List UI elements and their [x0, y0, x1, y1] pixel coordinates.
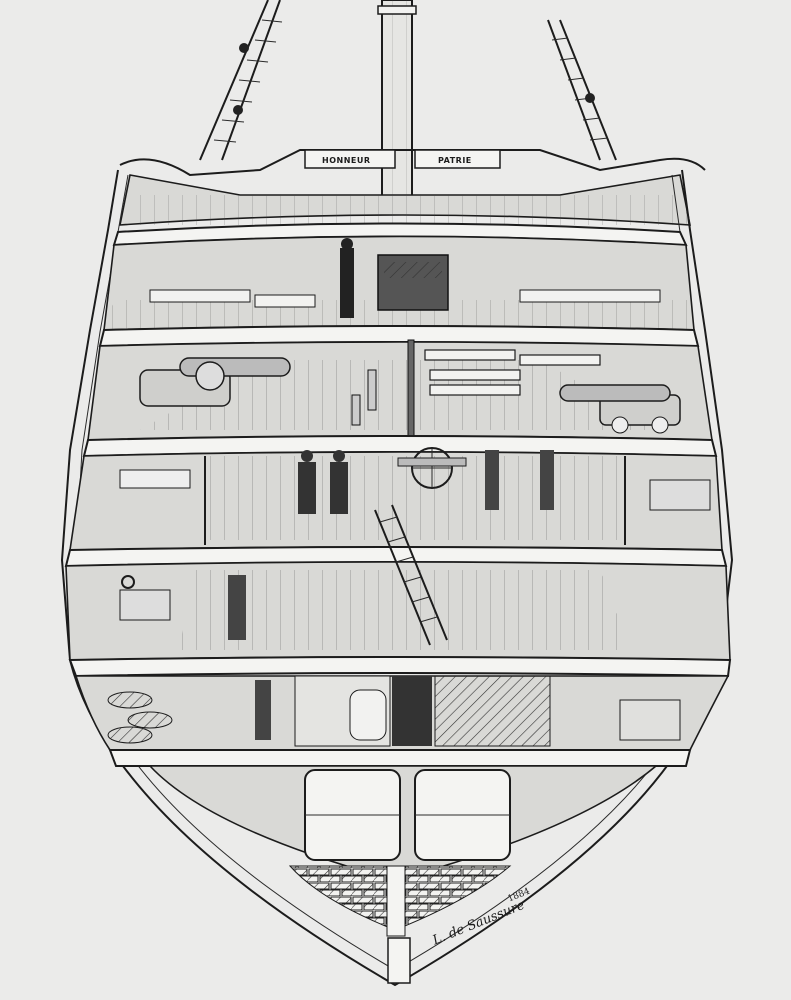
- sailor-figure: [485, 450, 499, 510]
- patrie-sign: PATRIE: [438, 156, 472, 165]
- rope-coils: [107, 691, 173, 744]
- top-deck: HONNEUR PATRIE: [119, 149, 706, 226]
- officer-figure: [340, 248, 354, 318]
- two-officers: [298, 450, 348, 514]
- bunk: [649, 479, 711, 511]
- mast-stanchion: [407, 339, 415, 441]
- left-mast-rigging: [199, 0, 283, 161]
- field-gun: [397, 447, 467, 489]
- writing-desk: [119, 469, 191, 489]
- deck-cabins: [69, 435, 723, 551]
- porthole: [121, 575, 135, 589]
- ship-hold: [108, 749, 692, 984]
- deck-lower: [64, 504, 731, 661]
- keel: [387, 937, 411, 984]
- hatchway: [392, 676, 432, 746]
- right-mast-rigging: [547, 19, 617, 161]
- mess-tables: [424, 349, 601, 396]
- ladder: [374, 504, 448, 646]
- sailor-figure: [540, 450, 554, 510]
- deck-classroom: [103, 222, 695, 331]
- deck-stores: [68, 656, 732, 751]
- honneur-sign: HONNEUR: [322, 156, 371, 165]
- cannon-left: [139, 357, 291, 407]
- sailor-figure: [228, 575, 246, 640]
- funnel: [377, 0, 417, 201]
- bottle-store: [434, 675, 551, 747]
- cannon-right: [559, 384, 681, 434]
- sailor-figure: [255, 680, 271, 740]
- deck-gundeck: [87, 325, 713, 441]
